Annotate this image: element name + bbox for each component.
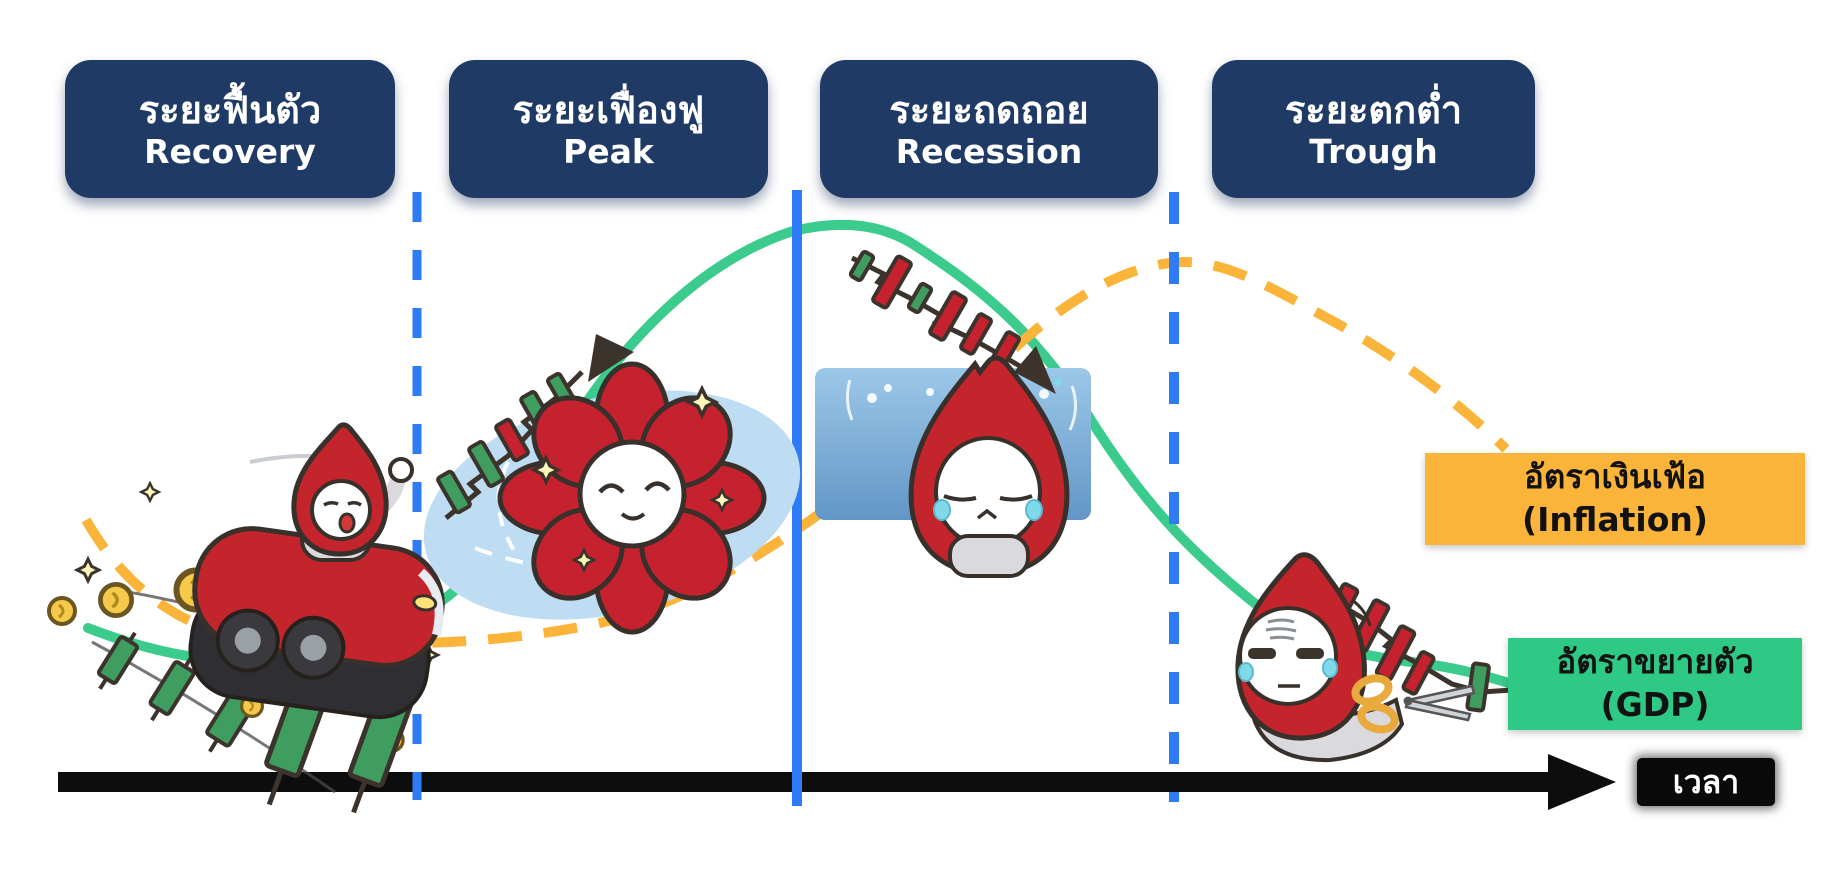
recession-character — [908, 355, 1070, 578]
trough-scissors-illustration — [1235, 552, 1513, 763]
recovery-car-illustration — [47, 422, 562, 814]
peak-float-illustration — [423, 334, 801, 635]
phase-box-peak: ระยะเฟื่องฟู Peak — [449, 60, 768, 198]
phase-thai-label: ระยะตกต่ำ — [1284, 87, 1463, 132]
phase-english-label: Recession — [895, 132, 1083, 172]
scissors — [1351, 674, 1476, 734]
time-axis-arrow — [58, 754, 1616, 810]
gdp-thai: อัตราขยายตัว — [1556, 642, 1754, 682]
phase-box-recession: ระยะถดถอย Recession — [820, 60, 1158, 198]
phase-box-trough: ระยะตกต่ำ Trough — [1212, 60, 1535, 198]
inflation-english: (Inflation) — [1522, 500, 1708, 539]
phase-english-label: Peak — [563, 132, 654, 172]
time-axis-label: เวลา — [1637, 758, 1775, 806]
inflation-legend-label: อัตราเงินเฟ้อ (Inflation) — [1425, 453, 1805, 545]
phase-english-label: Recovery — [144, 132, 316, 172]
recovery-character — [291, 422, 414, 562]
gdp-english: (GDP) — [1600, 685, 1710, 724]
phase-thai-label: ระยะฟื้นตัว — [138, 87, 322, 132]
phase-english-label: Trough — [1309, 132, 1438, 172]
recession-water-illustration — [815, 249, 1091, 578]
phase-thai-label: ระยะถดถอย — [889, 87, 1089, 132]
phase-box-recovery: ระยะฟื้นตัว Recovery — [65, 60, 395, 198]
phase-thai-label: ระยะเฟื่องฟู — [512, 87, 705, 132]
gdp-legend-label: อัตราขยายตัว (GDP) — [1508, 638, 1802, 730]
inflation-thai: อัตราเงินเฟ้อ — [1524, 457, 1706, 497]
